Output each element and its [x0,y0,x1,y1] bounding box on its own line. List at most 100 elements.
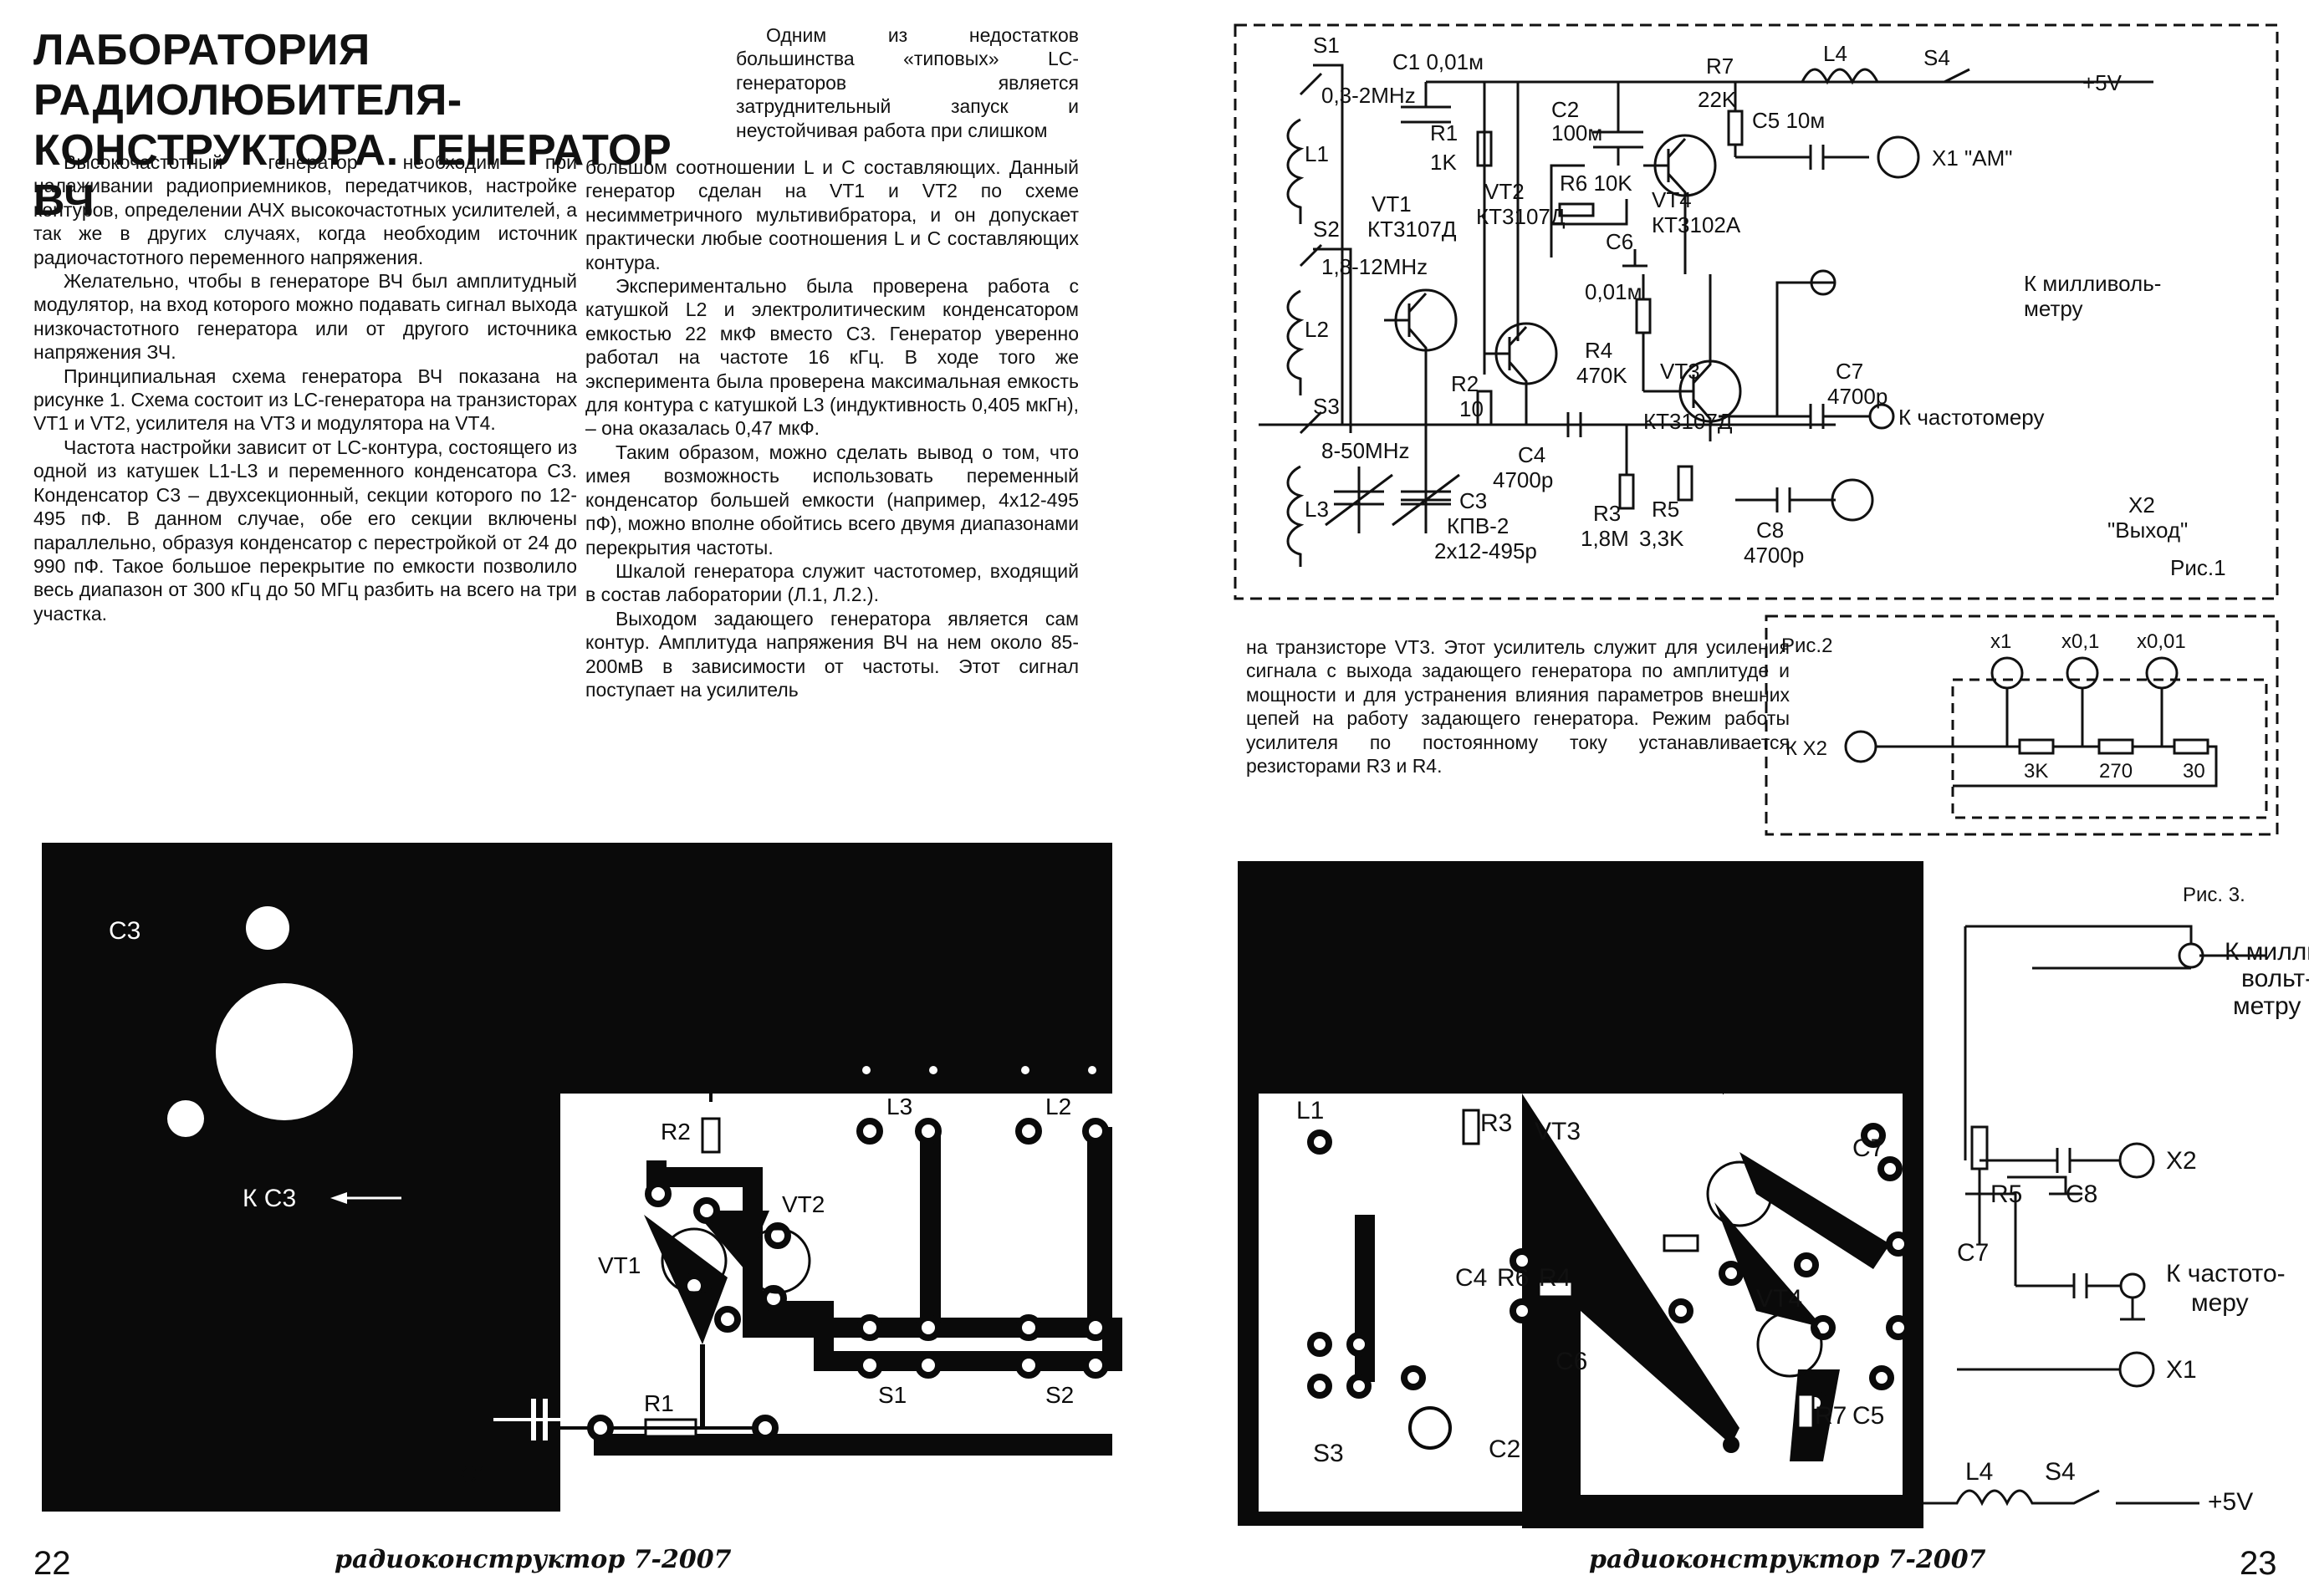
pcb-r-x1: X1 [2166,1356,2197,1384]
pcb-r-c6: C6 [1556,1348,1587,1375]
magazine-footer: радиоконструктор 7-2007 [1589,1545,1986,1574]
sch-r5-val: 3,3K [1639,526,1684,551]
sch-s4: S4 [1923,45,1950,70]
pcb-label-s1: S1 [878,1382,907,1408]
sch-r7-val: 22K [1698,87,1737,112]
fig2-resistor: 3K [2024,760,2048,783]
pcb-r-c7-b: C7 [1957,1239,1989,1267]
sch-r3-val: 1,8M [1581,526,1629,551]
sch-c4-val: 4700p [1493,467,1553,492]
paragraph: Желательно, чтобы в генераторе ВЧ был ам… [33,270,577,364]
pcb-r-to-millivoltmeter: метру [2233,992,2301,1020]
sch-c2: C2 [1551,97,1579,122]
text-column-1: Высокочастотный генератор необходим при … [33,150,577,625]
paragraph: Таким образом, можно сделать вывод о том… [585,441,1079,558]
left-page: ЛАБОРАТОРИЯ РАДИОЛЮБИТЕЛЯ-КОНСТРУКТОРА. … [0,0,1154,1596]
schematic-figure-1: S1 0,3-2MHz L1 S2 1,8-12MHz L2 S3 8-50MH… [1234,23,2279,600]
pcb-label-vt2: VT2 [782,1191,825,1217]
pcb-r-x2: X2 [2166,1147,2197,1175]
pcb-r-to-millivoltmeter: К милли- [2225,938,2309,966]
pcb-r-s4: S4 [2045,1458,2076,1486]
fig2-tap: x1 [1990,630,2011,653]
sch-c2-val: 100м [1551,120,1602,145]
pcb-r-vt3: VT3 [1535,1118,1581,1145]
sch-c6: C6 [1606,229,1633,254]
fig2-resistor: 30 [2183,760,2205,783]
pcb-r-plus5v: +5V [2208,1488,2253,1516]
sch-r7: R7 [1706,54,1734,79]
sch-to-millivoltmeter-2: метру [2024,296,2083,321]
pcb-r-c4: C4 [1455,1264,1487,1292]
sch-l3: L3 [1305,497,1329,522]
sch-r2: R2 [1451,371,1479,396]
pcb-r-c2: C2 [1489,1435,1520,1463]
sch-s1-range: 0,3-2MHz [1321,83,1416,108]
sch-r1: R1 [1430,120,1458,145]
paragraph: большом соотношении L и С составляющих. … [585,156,1079,273]
pcb-layout-left: С3 К С3 R2 VT2 VT1 L3 L2 R1 С1 S1 S2 [42,843,1122,1512]
sch-vt4: VT4 [1652,187,1692,212]
pcb-r-r7: R7 [1815,1402,1847,1430]
sch-s3: S3 [1313,394,1340,419]
pcb-r-to-freqmeter: меру [2191,1289,2249,1317]
fig2-tap: x0,01 [2137,630,2186,653]
paragraph: на транзисторе VT3. Этот усилитель служи… [1246,636,1790,778]
sch-r5: R5 [1652,497,1679,522]
pcb-r-r3: R3 [1480,1109,1512,1137]
sch-r3: R3 [1593,501,1621,526]
pcb-layout-right: Рис. 3. К милли- вольт- метру L1 R3 VT3 … [1238,861,2309,1528]
sch-s2-range: 1,8-12MHz [1321,254,1428,279]
sch-c1: C1 0,01м [1392,49,1484,74]
pcb-r-to-freqmeter: К частото- [2166,1260,2286,1288]
sch-x1: X1 "AM" [1932,145,2012,171]
sch-c5: C5 10м [1752,108,1825,133]
article-title: ЛАБОРАТОРИЯ РАДИОЛЮБИТЕЛЯ-КОНСТРУКТОРА. … [33,26,672,225]
sch-r1-val: 1K [1430,150,1457,175]
pcb-r-c8: C8 [2066,1180,2097,1208]
pcb-label-c3: С3 [109,917,140,945]
fig2-input: К X2 [1785,737,1827,760]
sch-r4: R4 [1585,338,1612,363]
pcb-r-r4: R4 [1539,1264,1571,1292]
sch-s3-range: 8-50MHz [1321,438,1409,463]
pcb-label-l2: L2 [1045,1094,1071,1119]
sch-vt3-type: КТ3107Д [1643,409,1733,434]
fig3-caption: Рис. 3. [2183,884,2245,906]
sch-to-freqmeter: К частотомеру [1898,405,2044,430]
sch-vt1-type: КТ3107Д [1367,217,1457,242]
sch-vt4-type: КТ3102А [1652,212,1741,237]
fig2-tap: x0,1 [2061,630,2099,653]
paragraph: Принципиальная схема генератора ВЧ показ… [33,365,577,435]
paragraph: Высокочастотный генератор необходим при … [33,151,577,268]
pcb-r-c7: C7 [1852,1135,1884,1162]
paragraph: Частота настройки зависит от LC-контура,… [33,436,577,625]
sch-c7: C7 [1836,359,1863,384]
pcb-label-vt1: VT1 [598,1252,641,1278]
text-column-3: на транзисторе VT3. Этот усилитель служи… [1246,635,1790,778]
sch-c3-type: КПВ-2 [1447,513,1509,538]
fig1-caption: Рис.1 [2170,555,2226,580]
text-column-2: большом соотношении L и С составляющих. … [585,156,1079,701]
paragraph: Шкалой генератора служит частотомер, вхо… [585,559,1079,606]
sch-l2: L2 [1305,317,1329,342]
magazine-footer: радиоконструктор 7-2007 [335,1545,732,1574]
pcb-label-s2: S2 [1045,1382,1074,1408]
pcb-label-to-c3: К С3 [243,1185,296,1212]
sch-vt1: VT1 [1372,191,1412,217]
sch-r4-val: 470K [1576,363,1627,388]
schematic-figure-2: Рис.2 К X2 x1 x0,1 x0,01 3K 270 30 [1765,614,2279,836]
pcb-r-s3: S3 [1313,1440,1344,1467]
sch-c4: C4 [1518,442,1545,467]
right-page: S1 0,3-2MHz L1 S2 1,8-12MHz L2 S3 8-50MH… [1154,0,2309,1596]
pcb-label-l3: L3 [886,1094,912,1119]
sch-c3-val: 2x12-495p [1434,538,1537,563]
pcb-r-l1: L1 [1296,1097,1324,1124]
page-number: 22 [33,1545,71,1582]
paragraph: Одним из недостатков большинства «типовы… [736,24,1079,141]
sch-c3: C3 [1459,488,1487,513]
pcb-r-r6: R6 [1497,1264,1529,1292]
paragraph: Выходом задающего генератора является са… [585,607,1079,701]
sch-c7-val: 4700p [1827,384,1888,409]
sch-c8: C8 [1756,518,1784,543]
sch-x2: X2 [2128,492,2155,518]
